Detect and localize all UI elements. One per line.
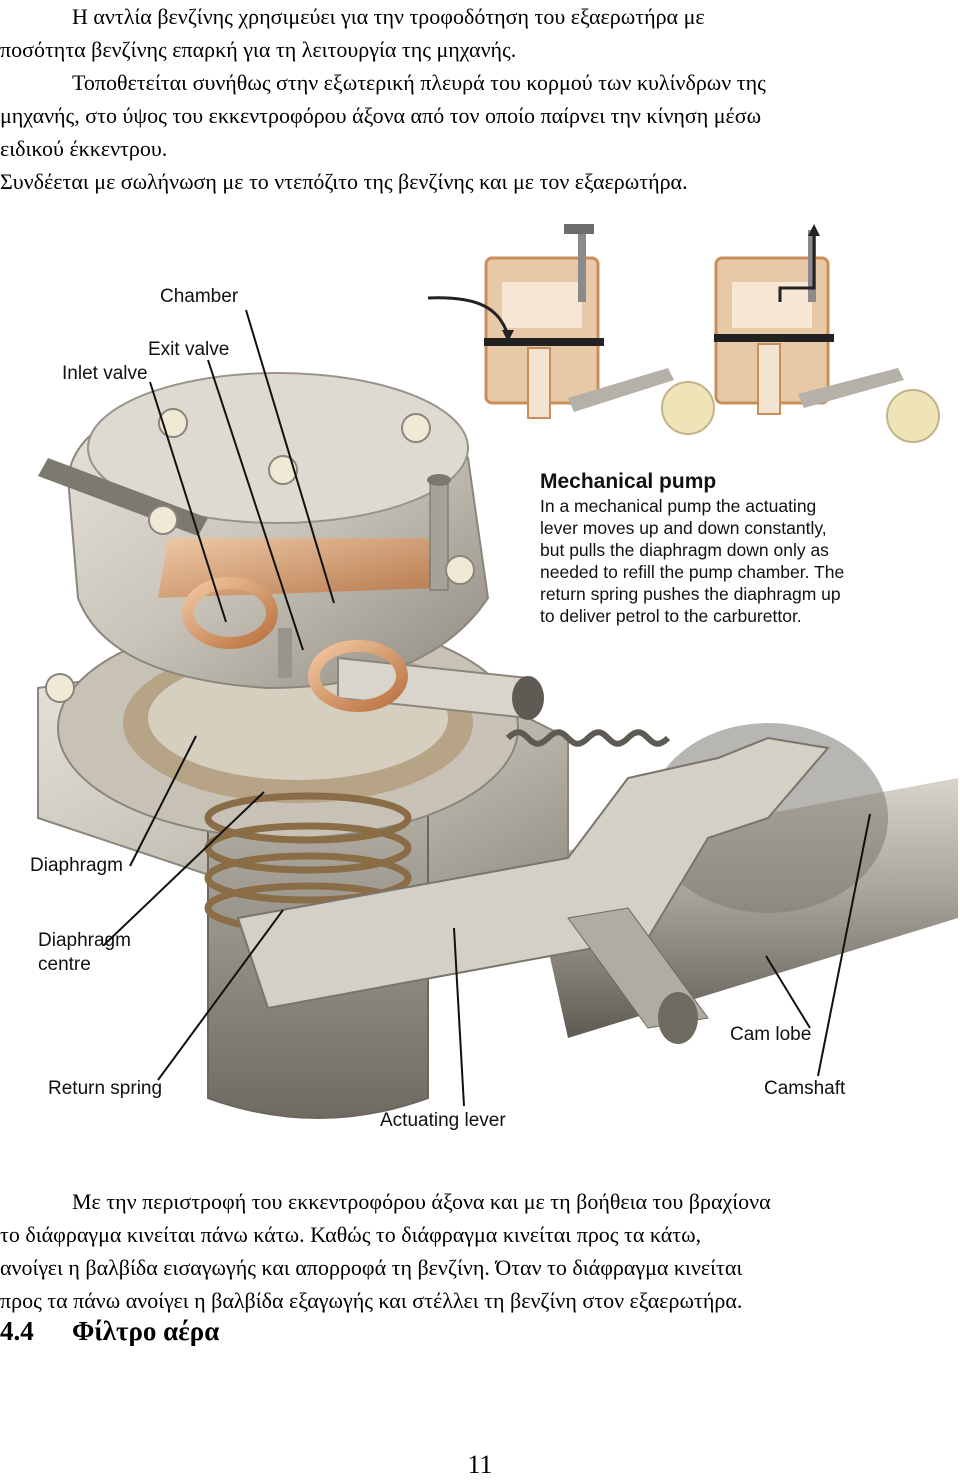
figure-caption-title: Mechanical pump — [540, 470, 716, 493]
text-line: Με την περιστροφή του εκκεντροφόρου άξον… — [72, 1189, 771, 1214]
label-diaphragm-centre-line2: centre — [38, 954, 91, 975]
text-line: Συνδέεται με σωλήνωση με το ντεπόζιτο τη… — [0, 169, 688, 194]
label-diaphragm-centre-line1: Diaphragm — [38, 930, 131, 951]
text-line: προς τα πάνω ανοίγει η βαλβίδα εξαγωγής … — [0, 1288, 743, 1313]
section-title: Φίλτρο αέρα — [72, 1316, 220, 1346]
text-line: Τοποθετείται συνήθως στην εξωτερική πλευ… — [72, 70, 766, 95]
figure-caption-line: lever moves up and down constantly, — [540, 518, 827, 538]
text-line: το διάφραγμα κινείται πάνω κάτω. Καθώς τ… — [0, 1222, 702, 1247]
cutaway-diagram-left — [427, 224, 715, 435]
pump-body — [37, 372, 958, 1119]
figure-caption-line: to deliver petrol to the carburettor. — [540, 606, 802, 626]
label-cam-lobe: Cam lobe — [730, 1024, 811, 1045]
figure-caption-line: needed to refill the pump chamber. The — [540, 562, 844, 582]
figure-caption-line: return spring pushes the diaphragm up — [540, 584, 841, 604]
fuel-pump-illustration: Chamber Exit valve Inlet valve Diaphragm… — [30, 224, 958, 1131]
label-return-spring: Return spring — [48, 1078, 162, 1099]
intro-paragraph: Η αντλία βενζίνης χρησιμεύει για την τρο… — [0, 0, 956, 198]
figure-caption-line: In a mechanical pump the actuating — [540, 496, 816, 516]
label-exit-valve: Exit valve — [148, 339, 229, 360]
label-chamber: Chamber — [160, 286, 239, 307]
text-line: Η αντλία βενζίνης χρησιμεύει για την τρο… — [72, 4, 705, 29]
section-heading: 4.4 Φίλτρο αέρα — [0, 1316, 219, 1347]
label-actuating-lever: Actuating lever — [380, 1110, 506, 1131]
text-line: ειδικού έκκεντρου. — [0, 136, 168, 161]
label-inlet-valve: Inlet valve — [62, 363, 148, 384]
text-line: ανοίγει η βαλβίδα εισαγωγής και απορροφά… — [0, 1255, 743, 1280]
label-diaphragm: Diaphragm — [30, 855, 123, 876]
text-line: μηχανής, στο ύψος του εκκεντροφόρου άξον… — [0, 103, 762, 128]
page-number: 11 — [467, 1450, 493, 1479]
figure-caption-line: but pulls the diaphragm down only as — [540, 540, 829, 560]
cutaway-diagram-right — [714, 224, 940, 443]
callout-leader-lines — [103, 309, 871, 1107]
text-line: ποσότητα βενζίνης επαρκή για τη λειτουργ… — [0, 37, 517, 62]
operation-paragraph: Με την περιστροφή του εκκεντροφόρου άξον… — [0, 1185, 956, 1317]
section-number: 4.4 — [0, 1316, 34, 1346]
label-camshaft: Camshaft — [764, 1078, 846, 1099]
